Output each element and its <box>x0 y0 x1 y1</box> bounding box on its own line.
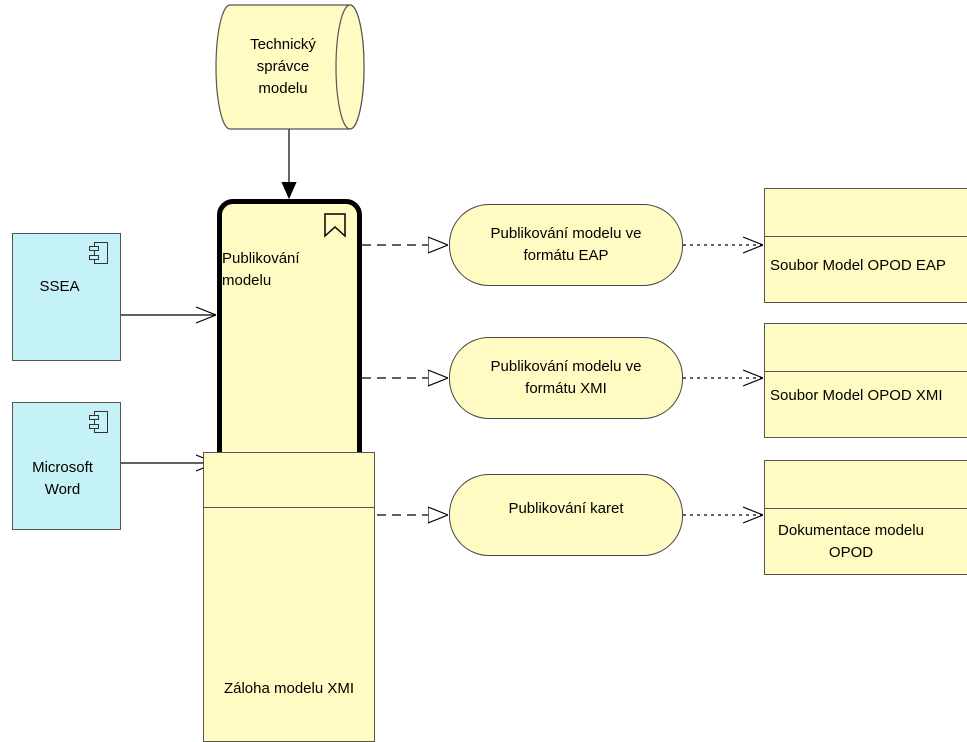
assignment-connector <box>284 118 294 198</box>
object-dok-line-2: OPOD <box>828 543 874 561</box>
word-label: Microsoft Word <box>13 457 120 501</box>
object-header <box>204 453 374 508</box>
ssea-component[interactable]: SSEA <box>12 233 121 361</box>
microsoft-word-component[interactable]: Microsoft Word <box>12 402 121 530</box>
service-karet-label: Publikování karet <box>508 500 624 517</box>
service-eap-line-2: formátu EAP <box>523 247 609 264</box>
process-label-line-1: Publikování <box>222 250 300 267</box>
service-publikovani-karet[interactable]: Publikování karet <box>449 474 683 556</box>
object-body: Soubor Model OPOD EAP <box>765 237 967 302</box>
service-publikovani-xmi[interactable]: Publikování modelu ve formátu XMI <box>449 337 683 419</box>
word-label-line-1: Microsoft <box>32 459 93 476</box>
object-dok-line-1: Dokumentace modelu <box>778 521 924 539</box>
technicky-spravce-line-3: modelu <box>258 80 308 97</box>
word-label-line-2: Word <box>44 481 81 498</box>
process-label-line-2: modelu <box>222 272 272 289</box>
technicky-spravce-node[interactable]: Technický správce modelu <box>216 5 350 129</box>
object-header <box>765 189 967 237</box>
component-icon <box>89 411 108 433</box>
object-body: Záloha modelu XMI <box>204 678 374 700</box>
object-body: Soubor Model OPOD XMI <box>765 372 967 437</box>
object-dokumentace[interactable]: Dokumentace modelu OPOD <box>764 460 967 575</box>
service-xmi-line-1: Publikování modelu ve <box>490 358 642 375</box>
object-zaloha-xmi[interactable]: Záloha modelu XMI <box>203 452 375 742</box>
object-header <box>765 461 967 509</box>
ssea-label: SSEA <box>39 278 80 295</box>
bookmark-icon <box>324 213 346 238</box>
object-body: Dokumentace modelu OPOD <box>765 509 967 574</box>
object-xmi-label: Soubor Model OPOD XMI <box>770 386 943 404</box>
object-soubor-eap[interactable]: Soubor Model OPOD EAP <box>764 188 967 303</box>
object-soubor-xmi[interactable]: Soubor Model OPOD XMI <box>764 323 967 438</box>
component-icon <box>89 242 108 264</box>
object-zaloha-label: Záloha modelu XMI <box>223 680 355 697</box>
service-publikovani-eap[interactable]: Publikování modelu ve formátu EAP <box>449 204 683 286</box>
technicky-spravce-shape <box>215 4 365 130</box>
object-header <box>765 324 967 372</box>
service-xmi-line-2: formátu XMI <box>525 380 607 397</box>
object-eap-label: Soubor Model OPOD EAP <box>770 256 946 274</box>
service-eap-line-1: Publikování modelu ve <box>490 225 642 242</box>
technicky-spravce-line-1: Technický <box>250 36 316 53</box>
technicky-spravce-line-2: správce <box>256 58 310 75</box>
